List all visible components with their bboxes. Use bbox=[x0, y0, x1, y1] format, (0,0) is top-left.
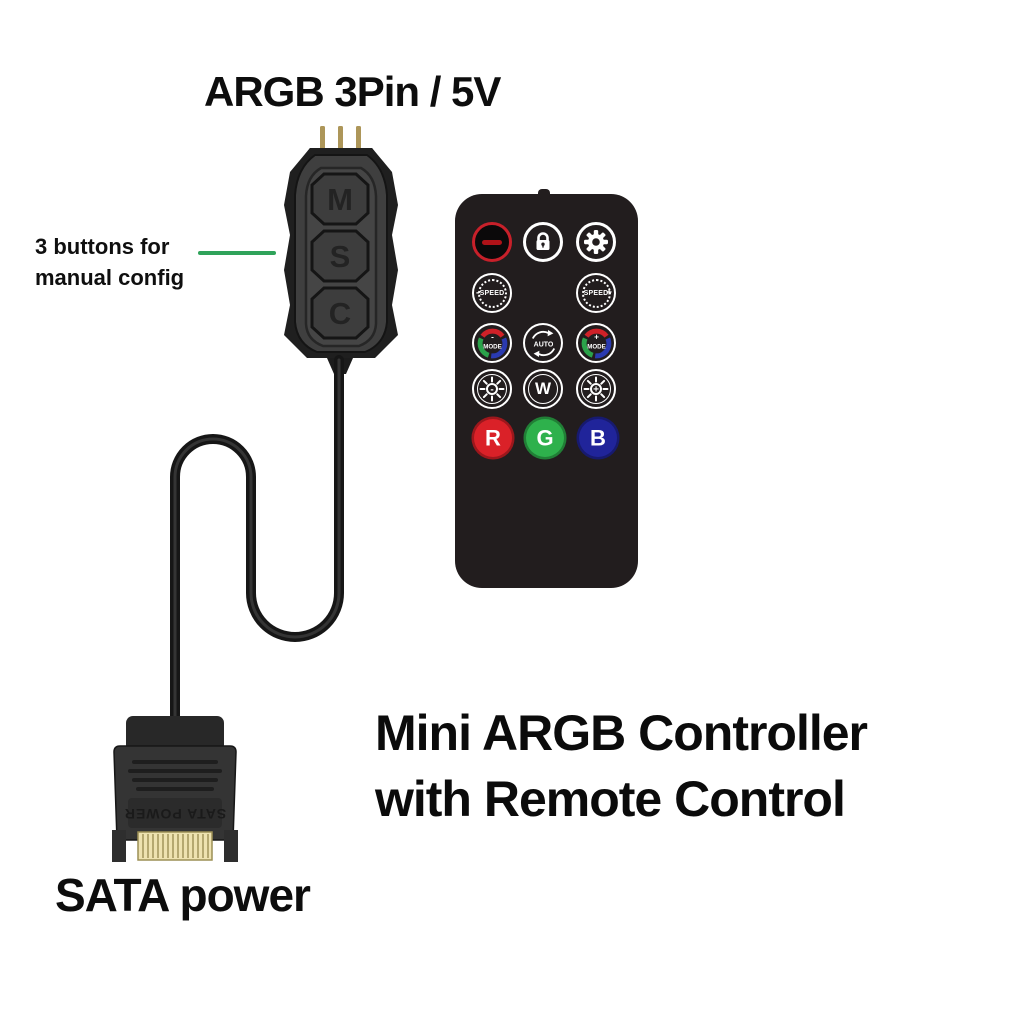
sata-power-label: SATA power bbox=[55, 869, 311, 921]
svg-text:-: - bbox=[491, 332, 494, 341]
svg-text:+: + bbox=[593, 385, 599, 396]
remote-button-brightness-down: - bbox=[472, 369, 512, 409]
remote-button-auto: AUTO bbox=[523, 323, 563, 363]
remote-control: - SPEED SPEED + - MODE AUTO bbox=[455, 189, 638, 588]
controller-button-m: M bbox=[310, 172, 370, 226]
minus-sign: - bbox=[476, 287, 480, 299]
remote-button-mode-up: + MODE bbox=[576, 323, 616, 363]
remote-button-speed-up: SPEED + bbox=[576, 273, 616, 313]
rgb-mode-wheel-icon: + MODE bbox=[581, 328, 611, 358]
connection-cable bbox=[170, 355, 344, 732]
manual-config-annotation: 3 buttons for manual config bbox=[35, 231, 184, 293]
brightness-plus-icon: + bbox=[583, 376, 609, 402]
brightness-minus-icon: - bbox=[479, 376, 505, 402]
remote-button-lock bbox=[523, 222, 563, 262]
sata-comb-teeth bbox=[142, 834, 209, 858]
sata-ridges bbox=[128, 760, 222, 791]
green-channel-label: G bbox=[536, 425, 554, 450]
svg-text:C: C bbox=[329, 296, 351, 331]
sata-contact-comb bbox=[137, 831, 213, 861]
remote-button-speed-down: - SPEED bbox=[472, 273, 512, 313]
svg-text:MODE: MODE bbox=[587, 343, 606, 350]
gear-icon bbox=[584, 230, 608, 254]
svg-text:AUTO: AUTO bbox=[533, 341, 553, 348]
red-channel-label: R bbox=[485, 425, 501, 450]
svg-text:+: + bbox=[594, 332, 599, 341]
remote-button-white: W bbox=[523, 369, 563, 409]
lock-icon bbox=[536, 232, 550, 250]
blue-channel-label: B bbox=[590, 425, 606, 450]
argb-connector-label: ARGB 3Pin / 5V bbox=[204, 68, 501, 115]
argb-3pin-pins bbox=[320, 126, 361, 153]
sata-embossed-text: SATA POWER bbox=[124, 806, 226, 822]
product-title-line1: Mini ARGB Controller bbox=[375, 705, 868, 761]
svg-text:M: M bbox=[327, 182, 353, 217]
svg-text:MODE: MODE bbox=[483, 343, 502, 350]
annotation-pointer-line bbox=[198, 251, 276, 255]
remote-button-red: R bbox=[471, 416, 515, 460]
white-channel-label: W bbox=[534, 379, 552, 398]
sata-strain-relief bbox=[126, 716, 224, 752]
sata-emboss-band bbox=[128, 798, 222, 828]
dotted-ring bbox=[581, 278, 611, 308]
svg-text:S: S bbox=[330, 239, 351, 274]
rgb-mode-wheel-icon: - MODE bbox=[477, 328, 507, 358]
product-title: Mini ARGB Controller with Remote Control bbox=[375, 700, 868, 832]
remote-button-green: G bbox=[523, 416, 567, 460]
plus-sign: + bbox=[606, 287, 612, 299]
sata-foot-left bbox=[112, 830, 126, 862]
annotation-line2: manual config bbox=[35, 265, 185, 290]
svg-text:-: - bbox=[490, 385, 493, 396]
remote-button-power bbox=[472, 222, 512, 262]
argb-controller-illustration: M S C bbox=[284, 126, 398, 374]
product-title-line2: with Remote Control bbox=[375, 771, 846, 827]
rotate-arrows-icon: AUTO bbox=[531, 329, 555, 357]
ir-emitter-bump bbox=[538, 189, 550, 199]
sata-connector-illustration: SATA POWER bbox=[112, 716, 238, 862]
speed-up-label: SPEED bbox=[583, 289, 609, 297]
remote-button-settings bbox=[576, 222, 616, 262]
sata-foot-right bbox=[224, 830, 238, 862]
controller-button-c: C bbox=[310, 286, 370, 340]
remote-button-mode-down: - MODE bbox=[472, 323, 512, 363]
dotted-ring bbox=[477, 278, 507, 308]
power-off-icon bbox=[482, 239, 502, 245]
annotation-line1: 3 buttons for bbox=[35, 234, 170, 259]
speed-down-label: SPEED bbox=[479, 289, 505, 297]
remote-button-brightness-up: + bbox=[576, 369, 616, 409]
remote-button-blue: B bbox=[576, 416, 620, 460]
controller-button-s: S bbox=[310, 229, 370, 283]
